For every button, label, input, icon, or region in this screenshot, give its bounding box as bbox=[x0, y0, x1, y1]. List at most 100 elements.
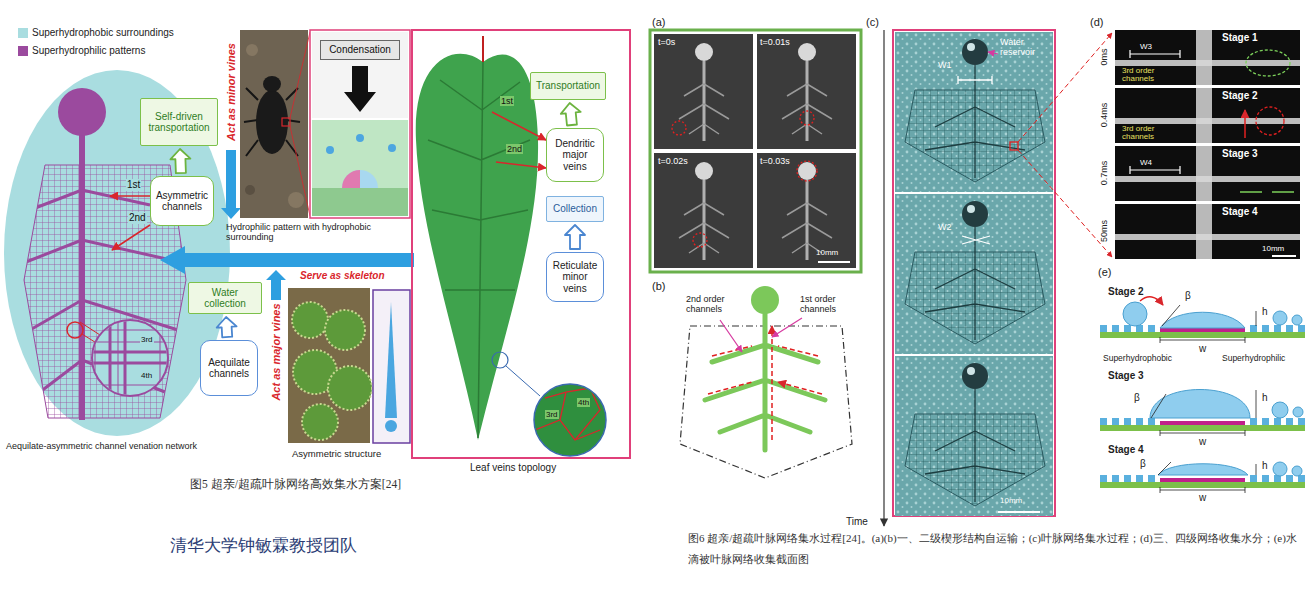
scale-label: 10mm bbox=[816, 248, 838, 257]
scale-label: 10mm bbox=[1000, 496, 1022, 505]
angle-label: β bbox=[1140, 458, 1146, 470]
time-label: t=0.02s bbox=[658, 156, 688, 166]
callout-number: 4th bbox=[140, 371, 153, 380]
time-label: 0ms bbox=[1099, 48, 1109, 65]
cactus-photo bbox=[325, 310, 365, 350]
hollow-arrow bbox=[561, 103, 581, 126]
panel-c bbox=[895, 194, 1053, 354]
panel-c bbox=[958, 76, 992, 84]
cactus-photo bbox=[385, 302, 397, 418]
panel-d bbox=[1115, 30, 1300, 259]
process-box: Reticulate minor veins bbox=[546, 252, 604, 302]
section-stage-3 bbox=[1272, 402, 1288, 418]
process-box: Asymmetric channels bbox=[150, 176, 214, 226]
node-text: Collection bbox=[553, 203, 597, 215]
dimension-label: h bbox=[1262, 460, 1268, 472]
condensation-inset bbox=[356, 134, 364, 142]
panel-c bbox=[883, 30, 884, 526]
dimension-label: W4 bbox=[1140, 158, 1152, 167]
dimension-label: W1 bbox=[938, 60, 952, 70]
node-text: Dendritic major veins bbox=[550, 138, 600, 173]
process-box: Aequilate channels bbox=[200, 340, 258, 396]
section-stage-4 bbox=[1273, 462, 1287, 476]
panel-letter: (e) bbox=[1098, 266, 1111, 279]
panel-d bbox=[1130, 166, 1180, 174]
beetle-photo bbox=[256, 90, 288, 154]
legend-swatch bbox=[18, 46, 28, 56]
cactus-photo bbox=[288, 288, 410, 443]
panel-c bbox=[1018, 150, 1112, 257]
panel-c bbox=[1010, 142, 1018, 150]
venation-network bbox=[58, 88, 106, 136]
axis-label: Time bbox=[846, 516, 868, 528]
stage-label: Stage 3 bbox=[1222, 148, 1258, 160]
panel-letter: (c) bbox=[866, 16, 879, 29]
venation-network bbox=[112, 225, 150, 250]
dimension-label: h bbox=[1262, 306, 1268, 318]
figure-label: Hydrophilic pattern with hydrophobic sur… bbox=[226, 222, 410, 243]
figure-caption: 图6 超亲/超疏叶脉网络集水过程[24]。(a)(b)一、二级楔形结构自运输；(… bbox=[688, 528, 1306, 570]
section-stage-2 bbox=[1100, 332, 1305, 338]
section-stage-4 bbox=[1292, 466, 1302, 476]
dimension-label: W2 bbox=[938, 222, 952, 232]
beetle-photo bbox=[282, 118, 290, 126]
panel-d bbox=[1115, 30, 1300, 85]
section-stage-4 bbox=[1100, 462, 1305, 493]
panel-c bbox=[893, 30, 1055, 516]
panel-d bbox=[1115, 88, 1300, 143]
leaf-photo bbox=[482, 36, 484, 62]
legend-swatch bbox=[18, 28, 28, 38]
panel-letter: (d) bbox=[1090, 16, 1103, 29]
figure-label: Superhydrophobic bbox=[1103, 354, 1172, 364]
hollow-arrow bbox=[565, 225, 585, 249]
venation-network bbox=[88, 315, 172, 400]
figure-label: 3rd order channels bbox=[1122, 125, 1188, 141]
section-stage-2 bbox=[1160, 328, 1245, 332]
process-box: Condensation bbox=[320, 40, 400, 60]
section-stage-3 bbox=[1100, 425, 1305, 431]
figure-caption: 图5 超亲/超疏叶脉网络高效集水方案[24] bbox=[190, 478, 401, 491]
dimension-label: h bbox=[1262, 392, 1268, 404]
leaf-photo bbox=[535, 388, 605, 440]
condensation-inset bbox=[312, 32, 408, 118]
venation-network bbox=[110, 195, 150, 197]
time-label: t=0.01s bbox=[760, 37, 790, 47]
panel-b bbox=[772, 318, 802, 337]
callout-number: 2nd bbox=[128, 212, 147, 224]
callout-number: 3rd bbox=[140, 335, 154, 344]
scale-label: 10mm bbox=[1262, 244, 1284, 253]
section-stage-2 bbox=[1273, 311, 1287, 325]
process-box: Water collection bbox=[188, 282, 262, 314]
stage-label: Stage 2 bbox=[1222, 90, 1258, 102]
panel-b bbox=[680, 286, 852, 478]
panel-a bbox=[757, 34, 856, 149]
panel-e bbox=[1100, 297, 1305, 493]
node-text: Transportation bbox=[536, 80, 600, 92]
time-label: 50ms bbox=[1099, 220, 1109, 242]
panel-a bbox=[650, 30, 861, 272]
panel-b bbox=[771, 326, 773, 440]
condensation-inset bbox=[312, 120, 408, 216]
cactus-photo bbox=[288, 288, 370, 443]
cactus-photo bbox=[292, 302, 328, 338]
section-stage-3 bbox=[1160, 421, 1245, 425]
stage-label: Stage 3 bbox=[1108, 370, 1144, 382]
cactus-photo bbox=[373, 290, 410, 443]
callout-number: 1st bbox=[126, 179, 141, 191]
section-stage-2 bbox=[1292, 315, 1302, 325]
panel-a bbox=[757, 153, 856, 268]
node-text: Asymmetric channels bbox=[154, 190, 210, 213]
beetle-photo bbox=[244, 88, 300, 156]
stage-label: Stage 2 bbox=[1108, 286, 1144, 298]
leaf-photo bbox=[412, 30, 630, 458]
panel-d bbox=[1130, 50, 1180, 58]
leaf-photo bbox=[506, 366, 540, 396]
condensation-inset bbox=[310, 30, 410, 218]
condensation-inset bbox=[388, 144, 396, 152]
section-stage-3 bbox=[1100, 418, 1305, 425]
beetle-photo bbox=[263, 76, 281, 92]
process-box: Self-driven transportation bbox=[140, 98, 218, 146]
figure-label: Aequilate-asymmetric channel venation ne… bbox=[6, 441, 234, 451]
annotation: Serve as skeleton bbox=[300, 270, 385, 282]
